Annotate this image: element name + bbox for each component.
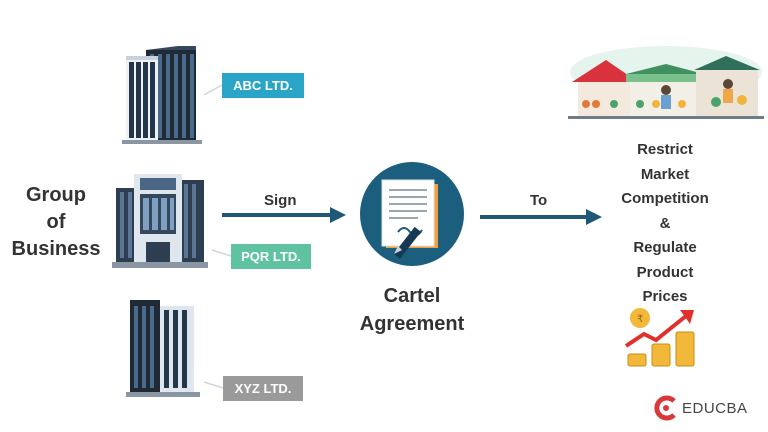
market-stalls-icon	[568, 46, 764, 119]
outcome-line: Product	[636, 263, 694, 281]
building-pqr-icon	[112, 174, 208, 268]
group-label-line: Group	[26, 184, 86, 206]
group-label-line: Business	[11, 238, 101, 260]
outcome-line: Market	[640, 165, 690, 183]
outcome-line: &	[659, 214, 671, 232]
building-abc-icon	[122, 46, 202, 144]
company-tag-abc: ABC LTD.	[222, 73, 304, 98]
company-tag-xyz: XYZ LTD.	[223, 376, 303, 401]
outcome-text: Restrict Market Competition & Regulate P…	[600, 138, 730, 310]
group-of-business-label: Group of Business	[8, 182, 104, 263]
agreement-label-line: Cartel	[383, 285, 441, 307]
sign-label: Sign	[264, 192, 297, 209]
to-arrowhead	[586, 209, 602, 225]
outcome-line: Prices	[642, 288, 688, 305]
to-label: To	[530, 192, 548, 209]
outcome-line: Competition	[621, 190, 709, 207]
building-xyz-icon	[126, 300, 200, 397]
document-pen-icon	[360, 162, 464, 266]
brand-name: EDUCBA	[682, 400, 748, 417]
company-tag-pqr: PQR LTD.	[231, 244, 311, 269]
agreement-label-line: Agreement	[359, 313, 465, 335]
educba-logo-icon	[654, 395, 676, 421]
group-label-line: of	[46, 211, 66, 233]
svg-text:₹: ₹	[637, 314, 643, 325]
outcome-line: Regulate	[633, 239, 697, 256]
sign-arrowhead	[330, 207, 346, 223]
outcome-line: Restrict	[637, 141, 693, 158]
cartel-agreement-label: Cartel Agreement	[350, 282, 474, 338]
price-growth-icon: ₹	[624, 308, 695, 367]
